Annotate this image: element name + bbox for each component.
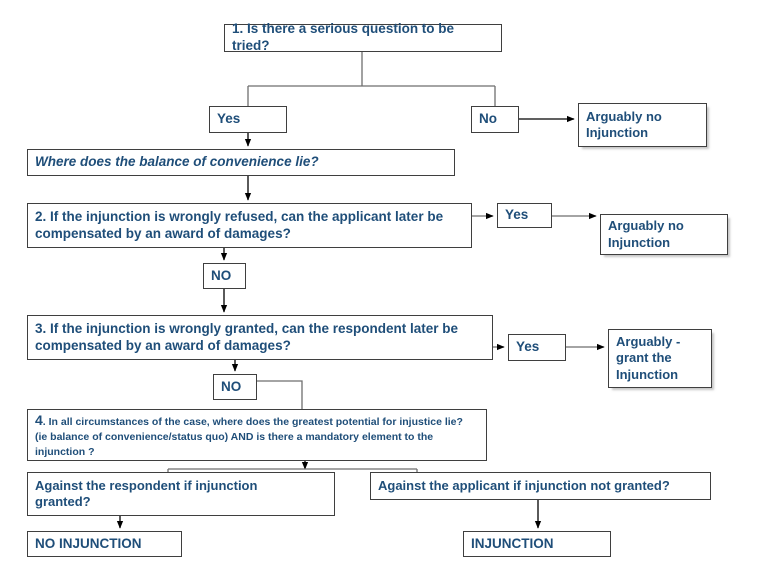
node-question-4-line3: injunction ? bbox=[35, 446, 95, 459]
node-question-2-line1: 2. If the injunction is wrongly refused,… bbox=[35, 208, 444, 224]
node-arguably-no-injunction-1-line1: Arguably no bbox=[586, 108, 662, 124]
node-arguably-grant-line3: Injunction bbox=[616, 366, 679, 382]
node-question-4-line2: (ie balance of convenience/status quo) A… bbox=[35, 430, 434, 443]
node-against-respondent-line1: Against the respondent if injunction bbox=[35, 477, 258, 493]
node-arguably-no-injunction-1[interactable]: Arguably no Injunction bbox=[578, 103, 707, 147]
node-question-1[interactable]: 1. Is there a serious question to be tri… bbox=[224, 21, 502, 53]
node-yes-3[interactable]: Yes bbox=[508, 334, 566, 361]
node-question-3-line1: 3. If the injunction is wrongly granted,… bbox=[35, 320, 459, 336]
node-yes-1[interactable]: Yes bbox=[209, 106, 287, 133]
node-arguably-no-injunction-2[interactable]: Arguably no Injunction bbox=[600, 214, 728, 255]
node-arguably-no-injunction-1-line2: Injunction bbox=[586, 125, 649, 140]
node-against-respondent[interactable]: Against the respondent if injunction gra… bbox=[27, 472, 335, 516]
node-no-2-label: NO bbox=[211, 267, 232, 283]
node-question-2[interactable]: 2. If the injunction is wrongly refused,… bbox=[27, 203, 472, 248]
node-no-2[interactable]: NO bbox=[203, 263, 246, 289]
node-arguably-grant-line2: grant the bbox=[616, 350, 672, 366]
node-question-4[interactable]: 4. In all circumstances of the case, whe… bbox=[27, 409, 487, 461]
node-yes-1-label: Yes bbox=[217, 111, 241, 127]
node-outcome-injunction[interactable]: INJUNCTION bbox=[463, 531, 611, 557]
node-arguably-grant-injunction[interactable]: Arguably - grant the Injunction bbox=[608, 329, 712, 388]
node-against-applicant[interactable]: Against the applicant if injunction not … bbox=[370, 472, 711, 500]
node-no-3[interactable]: NO bbox=[213, 374, 257, 400]
node-against-applicant-label: Against the applicant if injunction not … bbox=[378, 477, 670, 493]
connector-no3-q4 bbox=[257, 380, 303, 409]
node-balance-of-convenience-label: Where does the balance of convenience li… bbox=[35, 154, 319, 170]
node-question-3[interactable]: 3. If the injunction is wrongly granted,… bbox=[27, 315, 493, 360]
node-outcome-no-injunction-label: NO INJUNCTION bbox=[35, 535, 142, 551]
node-outcome-injunction-label: INJUNCTION bbox=[471, 535, 554, 551]
node-arguably-no-injunction-2-line1: Arguably no bbox=[608, 218, 684, 234]
node-arguably-grant-line1: Arguably - bbox=[616, 334, 681, 350]
node-no-1-label: No bbox=[479, 111, 497, 127]
node-yes-3-label: Yes bbox=[516, 339, 540, 355]
node-yes-2[interactable]: Yes bbox=[497, 203, 552, 228]
node-question-4-number: 4 bbox=[35, 411, 43, 428]
node-no-1[interactable]: No bbox=[471, 106, 519, 133]
node-question-3-line2: compensated by an award of damages? bbox=[35, 337, 291, 353]
node-question-1-label: 1. Is there a serious question to be tri… bbox=[232, 21, 455, 53]
node-question-2-line2: compensated by an award of damages? bbox=[35, 225, 291, 241]
node-yes-2-label: Yes bbox=[505, 207, 529, 223]
node-against-respondent-line2: granted? bbox=[35, 494, 91, 509]
node-arguably-no-injunction-2-line2: Injunction bbox=[608, 234, 671, 250]
node-no-3-label: NO bbox=[221, 378, 242, 394]
node-outcome-no-injunction[interactable]: NO INJUNCTION bbox=[27, 531, 182, 557]
node-question-4-line1: . In all circumstances of the case, wher… bbox=[42, 415, 463, 428]
node-balance-of-convenience[interactable]: Where does the balance of convenience li… bbox=[27, 149, 455, 176]
